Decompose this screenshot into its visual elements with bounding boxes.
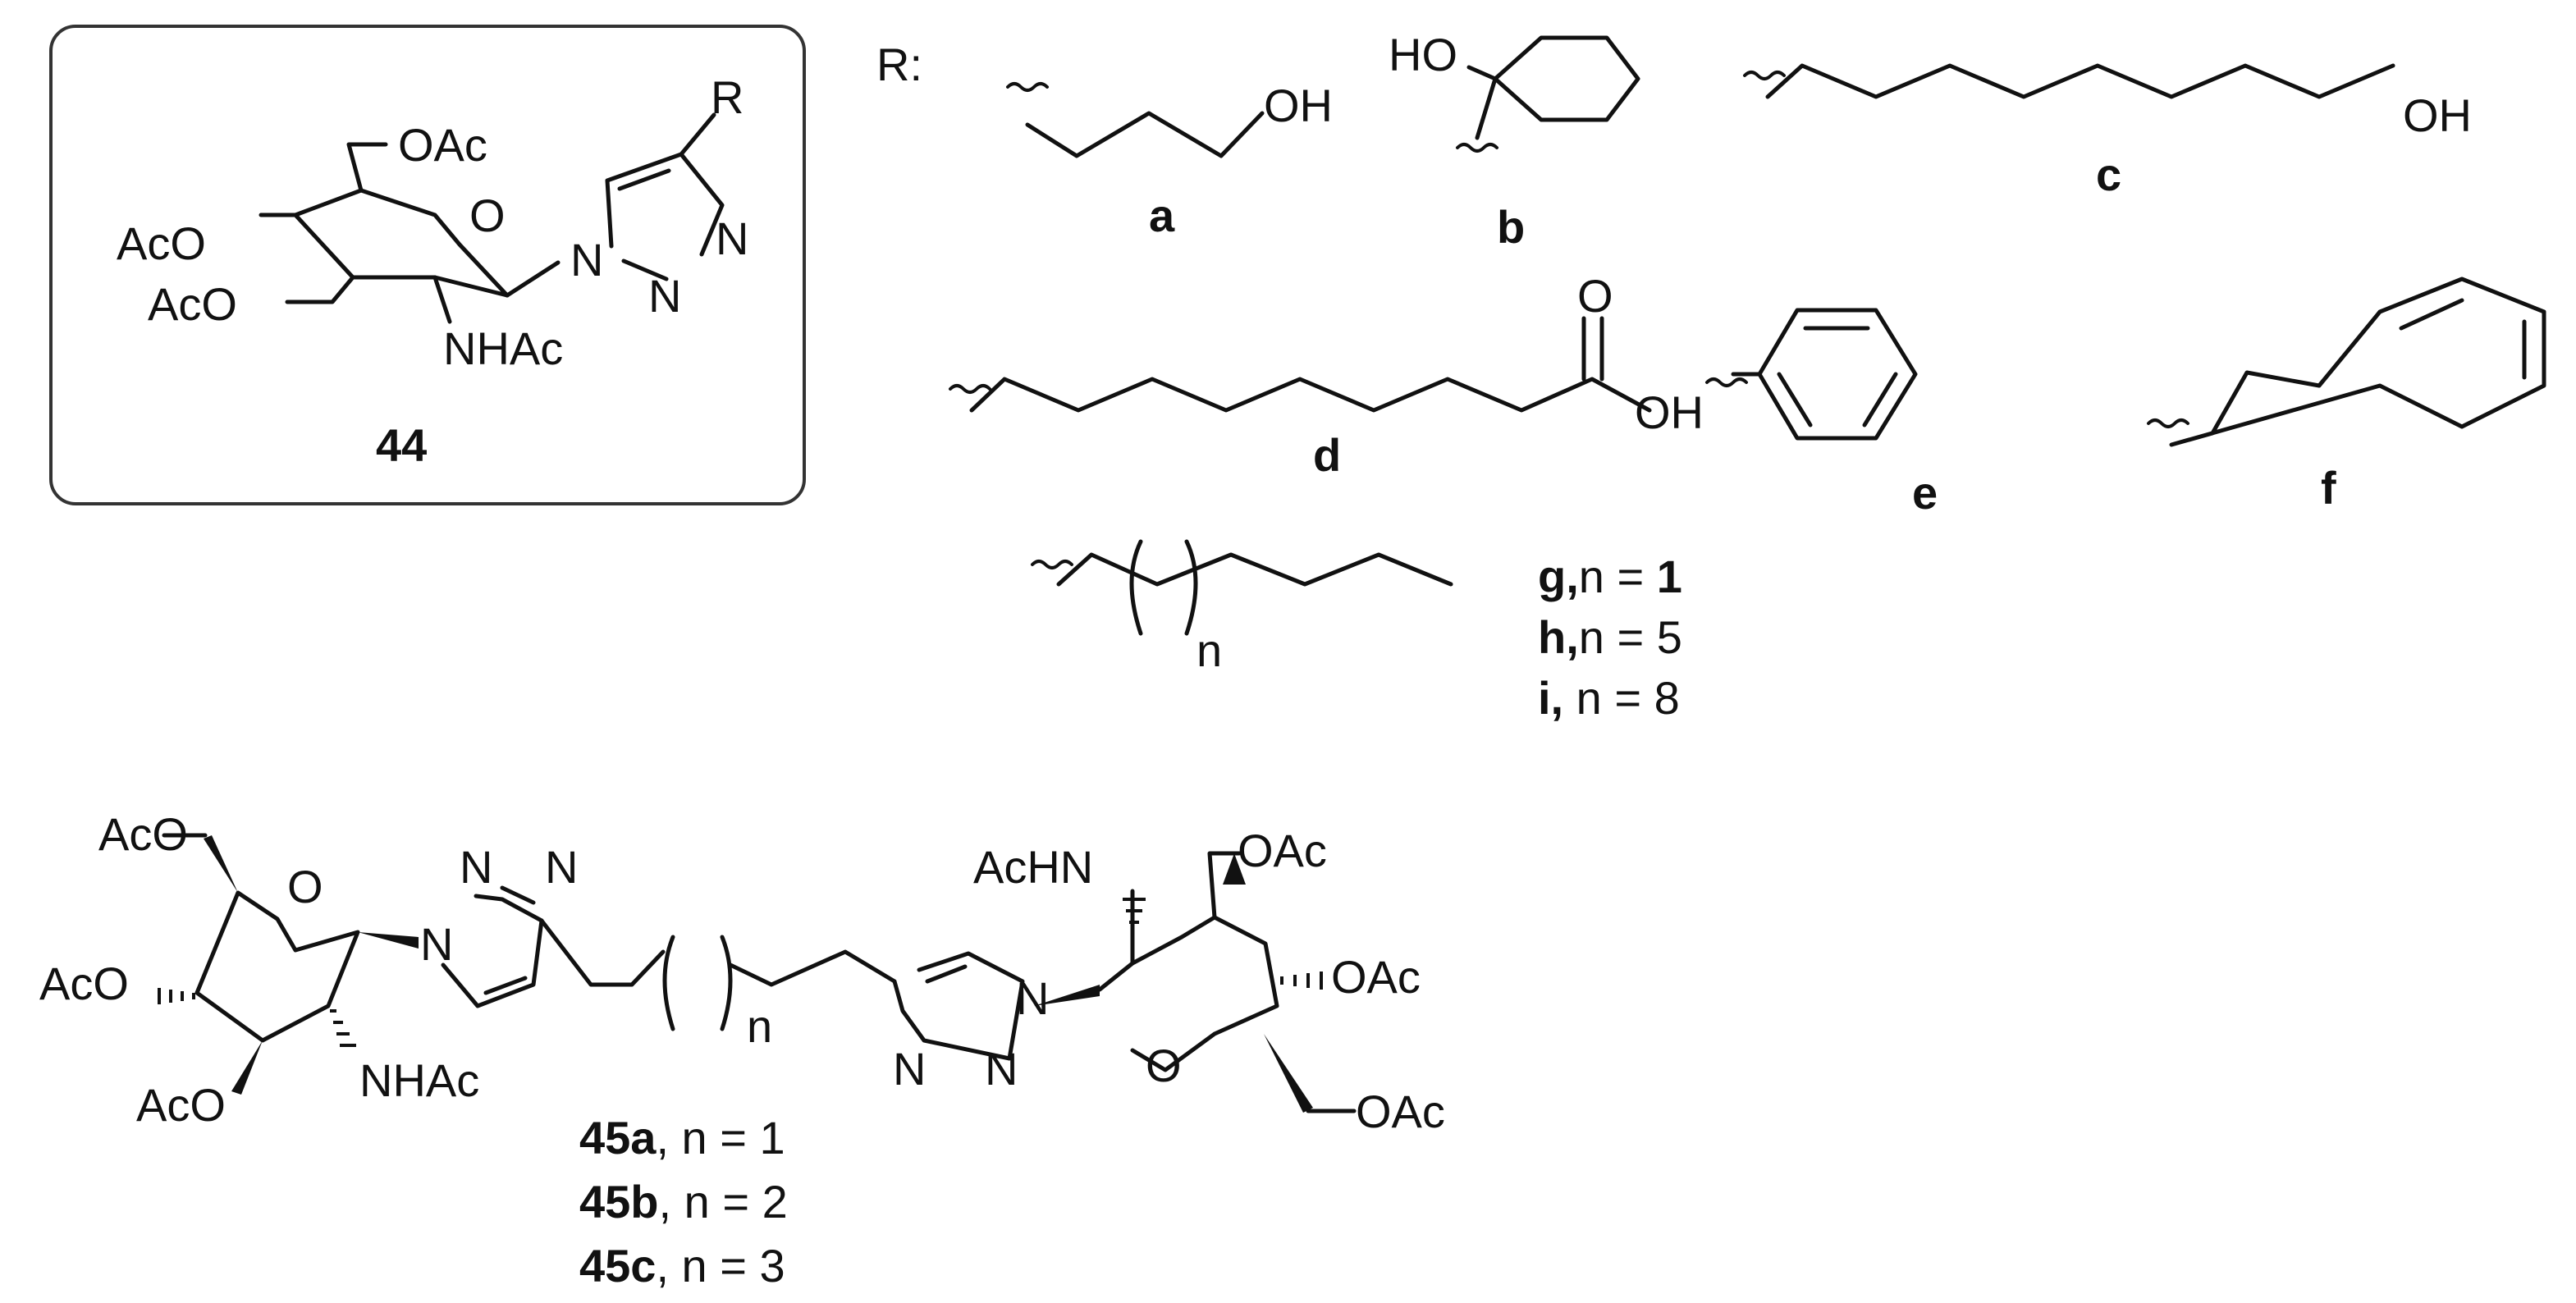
- r-group-f: f: [2147, 277, 2546, 514]
- r-a-label: a: [1149, 190, 1175, 241]
- l-triazole-n3-label: N: [545, 841, 578, 893]
- r-a-oh-label: OH: [1264, 80, 1333, 131]
- r-h-row: h,n = 5: [1538, 611, 1682, 663]
- triazole-n2-label: N: [648, 270, 681, 322]
- compound-45c-id: 45c: [579, 1240, 656, 1292]
- r-group-a: OH a: [1006, 80, 1333, 241]
- l-c2-nhac-label: NHAc: [359, 1054, 479, 1106]
- r-g-eq: n =: [1579, 551, 1657, 602]
- r-h-eq: n =: [1579, 611, 1657, 663]
- c3-aco-label: AcO: [148, 278, 237, 330]
- substituent-r-label: R: [711, 71, 744, 123]
- compound-45-structure: AcO AcO AcO NHAc O N N N n N N N AcHN OA…: [39, 808, 1445, 1292]
- r-i-label: i,: [1538, 672, 1563, 724]
- r-group-c: OH c: [1743, 63, 2472, 200]
- compound-45c-n: , n = 3: [656, 1240, 785, 1292]
- r-b-label: b: [1497, 201, 1525, 253]
- r-g-row: g,n = 1: [1538, 551, 1682, 602]
- triazole-n3-label: N: [716, 213, 748, 264]
- r-ring-o-label: O: [1146, 1040, 1182, 1091]
- triazole-n1-label: N: [570, 234, 603, 286]
- r-group-d: O OH d: [949, 270, 1704, 481]
- r-i-value: 8: [1654, 672, 1680, 724]
- l-c3-aco-label: AcO: [136, 1079, 226, 1131]
- r-i-row: i, n = 8: [1538, 672, 1680, 724]
- compound-44-label: 44: [376, 419, 427, 471]
- r-f-label: f: [2321, 462, 2336, 514]
- r-g-value: 1: [1657, 551, 1682, 602]
- r-g-label: g,: [1538, 551, 1579, 602]
- c4-aco-label: AcO: [117, 217, 206, 269]
- r-d-carbonyl-o-label: O: [1577, 270, 1613, 322]
- r-c-oh-label: OH: [2403, 89, 2472, 141]
- r-h-value: 5: [1657, 611, 1682, 663]
- r-c2-achn-label: AcHN: [973, 841, 1093, 893]
- r-group-e: e: [1705, 308, 1938, 519]
- r-triazole-n1-label: N: [1016, 972, 1049, 1024]
- compound-45c-caption: 45c, n = 3: [579, 1240, 785, 1292]
- r-c-label: c: [2096, 149, 2121, 200]
- l-triazole-n2-label: N: [460, 841, 492, 893]
- l-triazole-n1-label: N: [420, 918, 453, 970]
- r-d-oh-label: OH: [1635, 386, 1704, 438]
- r-d-label: d: [1313, 429, 1341, 481]
- r-i-eq: n =: [1563, 672, 1654, 724]
- r-triazole-n3-label: N: [893, 1043, 926, 1095]
- compound-45a-id: 45a: [579, 1112, 657, 1164]
- compound-45b-n: , n = 2: [659, 1176, 788, 1228]
- compound-44-structure: OAc AcO AcO NHAc O N N N R 44: [49, 25, 806, 505]
- r-c6-oac-label: OAc: [1356, 1086, 1445, 1137]
- compound-45b-caption: 45b, n = 2: [579, 1176, 788, 1228]
- ring-oxygen-label: O: [469, 190, 506, 241]
- compound-45a-caption: 45a, n = 1: [579, 1112, 785, 1164]
- r-c4-oac-label: OAc: [1331, 951, 1421, 1003]
- compound-44-frame: [49, 25, 806, 505]
- r-group-ghi: n g,n = 1 h,n = 5 i, n = 8: [1031, 539, 1682, 724]
- linker-subscript-n: n: [747, 1000, 772, 1052]
- r-e-label: e: [1912, 467, 1938, 519]
- c6-oac-label: OAc: [398, 119, 487, 171]
- compound-45b-id: 45b: [579, 1176, 659, 1228]
- r-group-b: HO b: [1389, 29, 1640, 253]
- r-c3-oac-label: OAc: [1238, 825, 1327, 876]
- l-ring-o-label: O: [287, 861, 323, 912]
- r-h-label: h,: [1538, 611, 1579, 663]
- r-ghi-subscript-n: n: [1196, 624, 1222, 676]
- c2-nhac-label: NHAc: [443, 322, 563, 374]
- compound-45a-n: , n = 1: [656, 1112, 785, 1164]
- r-triazole-n2-label: N: [985, 1043, 1018, 1095]
- r-b-ho-label: HO: [1389, 29, 1457, 80]
- l-c4-aco-label: AcO: [39, 958, 129, 1009]
- r-group-header: R:: [876, 39, 922, 90]
- l-c6-aco-label: AcO: [98, 808, 188, 860]
